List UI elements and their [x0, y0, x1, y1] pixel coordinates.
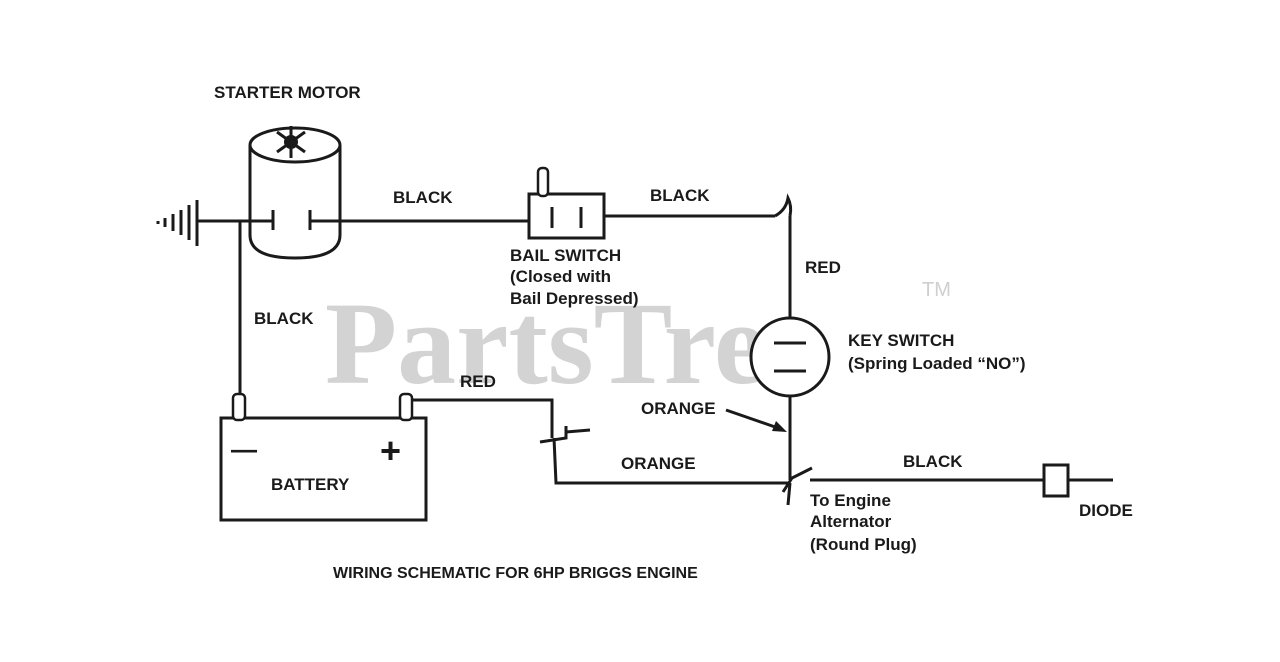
bail-switch-symbol [527, 166, 606, 240]
wire-label-bail-to-key: BLACK [650, 186, 710, 205]
ground-icon [156, 200, 199, 246]
bail-switch-note-line2: Bail Depressed) [510, 289, 639, 308]
starter-motor-label: STARTER MOTOR [214, 83, 361, 102]
bail-switch-label: BAIL SWITCH [510, 246, 621, 265]
wire-label-to-diode: BLACK [903, 452, 963, 471]
alternator-label-line3: (Round Plug) [810, 535, 917, 554]
wire-label-motor-to-bail: BLACK [393, 188, 453, 207]
wire-label-orange-bottom: ORANGE [621, 454, 696, 473]
key-switch-label: KEY SWITCH [848, 331, 954, 350]
alternator-label-line2: Alternator [810, 512, 892, 531]
watermark-logo: PartsTree [325, 278, 819, 409]
wiring [197, 193, 1113, 506]
starter-terminal-icon [276, 126, 306, 158]
arrow-icon [772, 421, 787, 432]
key-switch-symbol [749, 316, 831, 398]
battery-positive-sign: + [380, 430, 401, 471]
diode-label: DIODE [1079, 501, 1133, 520]
diagram-caption: WIRING SCHEMATIC FOR 6HP BRIGGS ENGINE [333, 565, 698, 582]
alternator-label-line1: To Engine [810, 491, 891, 510]
starter-motor-symbol [248, 126, 342, 260]
wire-label-battery-positive: RED [460, 372, 496, 391]
key-switch-note: (Spring Loaded “NO”) [848, 354, 1026, 373]
battery-symbol [219, 392, 428, 522]
wire-label-ground-to-battery: BLACK [254, 309, 314, 328]
battery-label: BATTERY [271, 475, 350, 494]
wire-label-key-feed: RED [805, 258, 841, 277]
battery-negative-sign: — [231, 434, 257, 464]
watermark-trademark: TM [922, 279, 951, 301]
diode-symbol [1042, 463, 1070, 498]
wire-label-orange-callout: ORANGE [641, 399, 716, 418]
bail-switch-note-line1: (Closed with [510, 267, 611, 286]
